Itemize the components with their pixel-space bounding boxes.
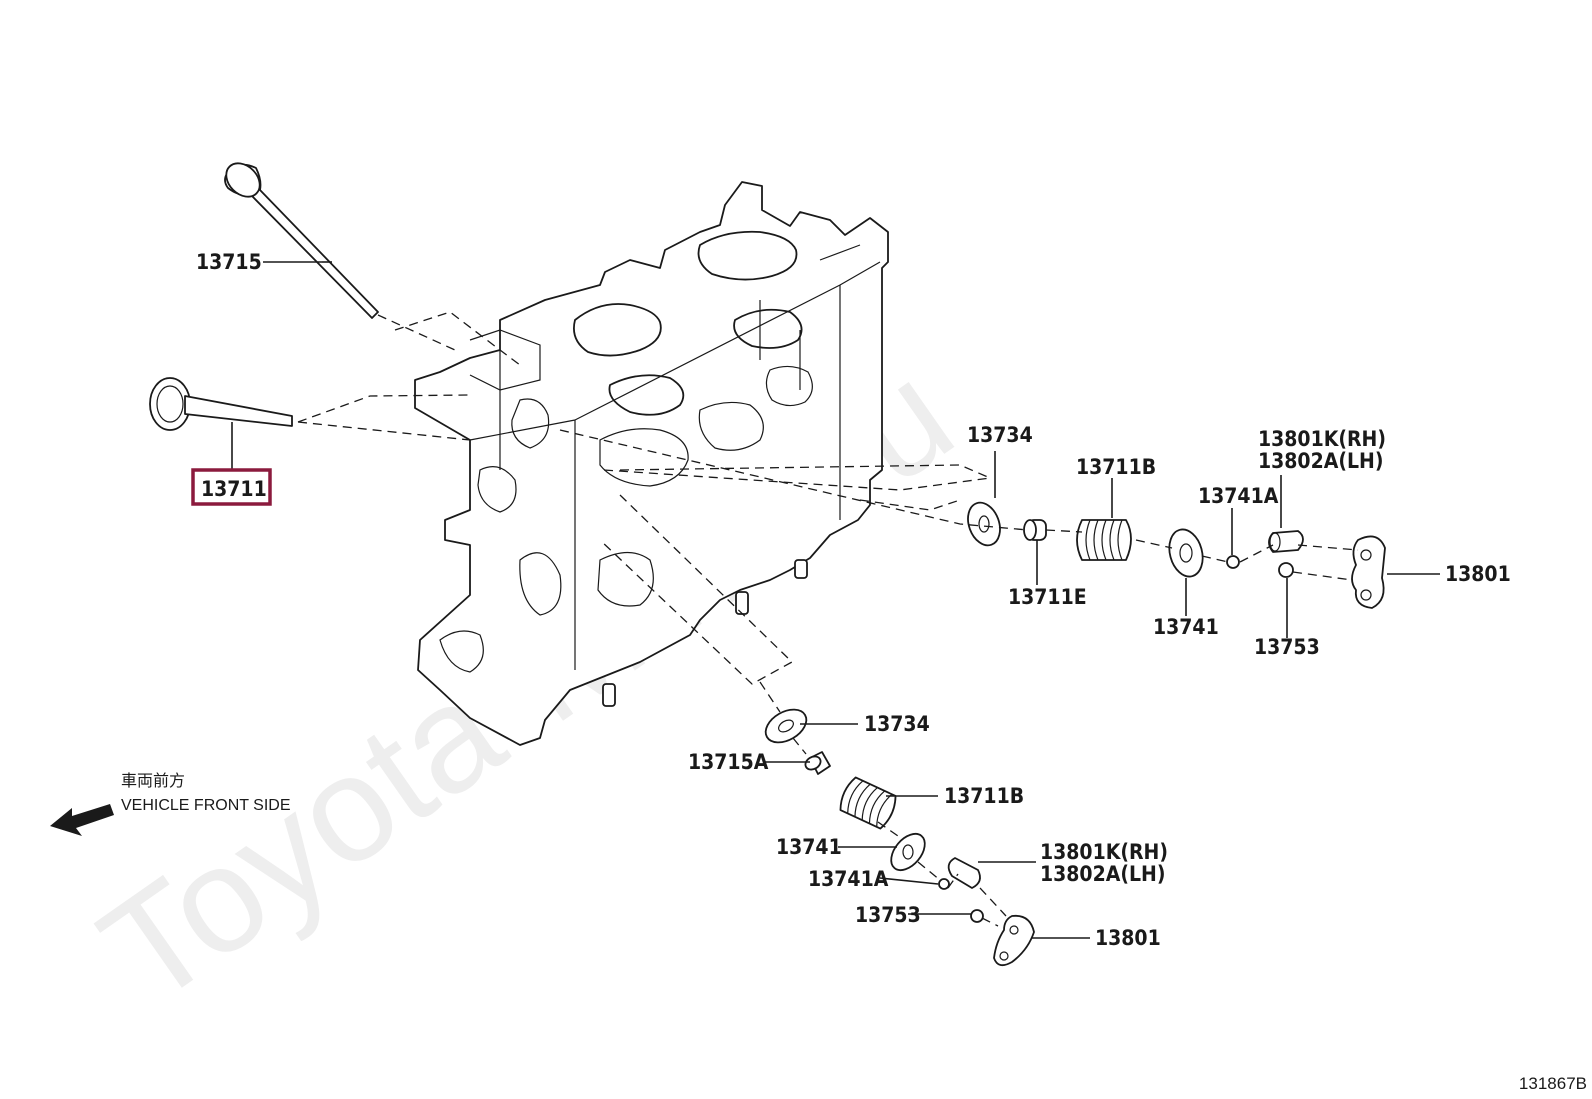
upper-valve-train-drawing	[967, 501, 1386, 609]
label-upper-13741[interactable]: 13741	[1153, 615, 1219, 639]
exhaust-valve-drawing	[224, 162, 379, 319]
label-upper-13801[interactable]: 13801	[1445, 562, 1511, 586]
label-lower-13802A-lh[interactable]: 13802A(LH)	[1040, 862, 1165, 886]
label-lower-13753[interactable]: 13753	[855, 903, 921, 927]
label-lower-13741[interactable]: 13741	[776, 835, 842, 859]
arrow-left-down-icon	[50, 804, 114, 836]
front-side-label-en: VEHICLE FRONT SIDE	[121, 797, 291, 814]
diagram-reference-code: 131867B	[1519, 1074, 1587, 1093]
label-upper-13734[interactable]: 13734	[967, 423, 1033, 447]
label-lower-13801[interactable]: 13801	[1095, 926, 1161, 950]
label-upper-13802A-lh[interactable]: 13802A(LH)	[1258, 449, 1383, 473]
label-13715[interactable]: 13715	[196, 250, 262, 274]
label-upper-13741A[interactable]: 13741A	[1198, 484, 1279, 508]
front-side-label-jp: 車両前方	[121, 772, 185, 790]
label-13711-highlighted[interactable]: 13711	[201, 477, 267, 501]
label-lower-13715A[interactable]: 13715A	[688, 750, 769, 774]
label-lower-13741A[interactable]: 13741A	[808, 867, 889, 891]
label-upper-13753[interactable]: 13753	[1254, 635, 1320, 659]
part-labels: 13715 13711 13734 13711B 13711E 13741A 1…	[191, 250, 1511, 950]
label-lower-13711B[interactable]: 13711B	[944, 784, 1024, 808]
label-lower-13801K-rh[interactable]: 13801K(RH)	[1040, 840, 1168, 864]
intake-valve-drawing	[149, 377, 293, 431]
front-side-indicator: 車両前方 VEHICLE FRONT SIDE	[50, 772, 291, 836]
label-upper-13801K-rh[interactable]: 13801K(RH)	[1258, 427, 1386, 451]
cylinder-head-drawing	[414, 181, 889, 746]
label-lower-13734[interactable]: 13734	[864, 712, 930, 736]
leader-lines	[231, 261, 1440, 939]
label-upper-13711B[interactable]: 13711B	[1076, 455, 1156, 479]
highlight-box-13711	[191, 468, 272, 506]
label-upper-13711E[interactable]: 13711E	[1008, 585, 1087, 609]
assembly-lines	[297, 311, 1359, 927]
